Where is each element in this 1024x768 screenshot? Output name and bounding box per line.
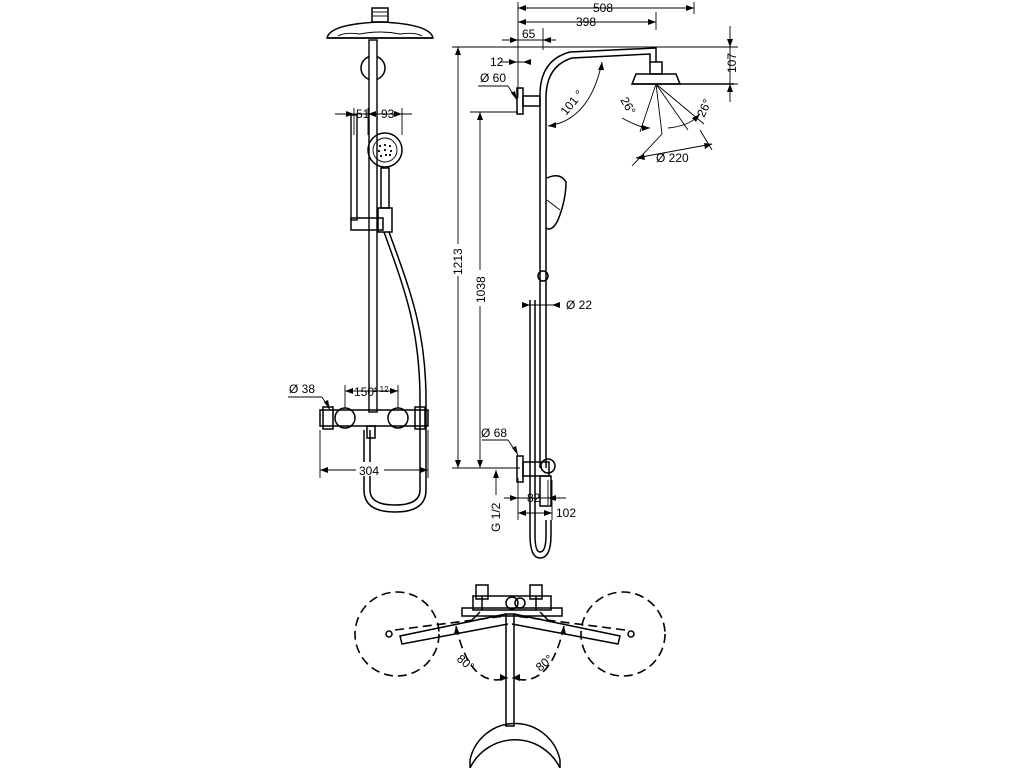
label-12: 12 — [490, 55, 504, 69]
label-508: 508 — [593, 1, 613, 15]
label-150-tolerance: ± 12 — [373, 385, 389, 394]
label-diameter-38: Ø 38 — [289, 382, 315, 396]
label-diameter-60: Ø 60 — [480, 71, 506, 85]
label-angle-101: 101 ° — [558, 87, 587, 118]
label-398: 398 — [576, 15, 596, 29]
overhead-shower-head — [326, 7, 434, 39]
label-150: 150 — [354, 385, 374, 399]
side-hand-shower — [545, 175, 567, 230]
label-1213: 1213 — [451, 248, 465, 275]
label-93: 93 — [381, 107, 395, 121]
plan-view: 80° 80° — [354, 584, 666, 768]
side-mixer — [516, 455, 556, 507]
label-diameter-22: Ø 22 — [566, 298, 592, 312]
label-tilt-left: 26° — [617, 95, 638, 118]
head-right-dashed — [580, 591, 666, 677]
hose — [369, 231, 421, 506]
side-view: 508 398 65 107 12 Ø 60 101 ° — [450, 1, 739, 559]
head-front-solid — [469, 739, 561, 768]
label-51: 51 — [356, 107, 370, 121]
label-304: 304 — [359, 464, 379, 478]
plan-mixer — [461, 584, 563, 617]
label-82: 82 — [527, 491, 541, 505]
head-left-dashed — [354, 591, 440, 677]
riser-pipe — [368, 39, 378, 413]
label-connection: G 1/2 — [489, 502, 503, 532]
label-diameter-68: Ø 68 — [481, 426, 507, 440]
label-diameter-220: Ø 220 — [656, 151, 689, 165]
label-1038: 1038 — [474, 276, 488, 303]
side-slider — [537, 270, 549, 282]
front-view: 51 93 Ø 38 150 ± 12 304 — [288, 7, 434, 513]
label-102: 102 — [556, 506, 576, 520]
plan-arm-center — [505, 613, 515, 727]
label-swivel-left: 80° — [454, 652, 477, 675]
shower-arm — [539, 47, 657, 468]
label-swivel-right: 80° — [533, 652, 556, 675]
label-65: 65 — [522, 27, 536, 41]
shower-holder — [350, 217, 384, 231]
dim-head-offsets — [335, 108, 412, 135]
swivel-arc-right — [511, 625, 565, 681]
label-107: 107 — [725, 53, 739, 73]
hand-shower — [367, 132, 403, 233]
side-shower-head — [630, 61, 734, 85]
